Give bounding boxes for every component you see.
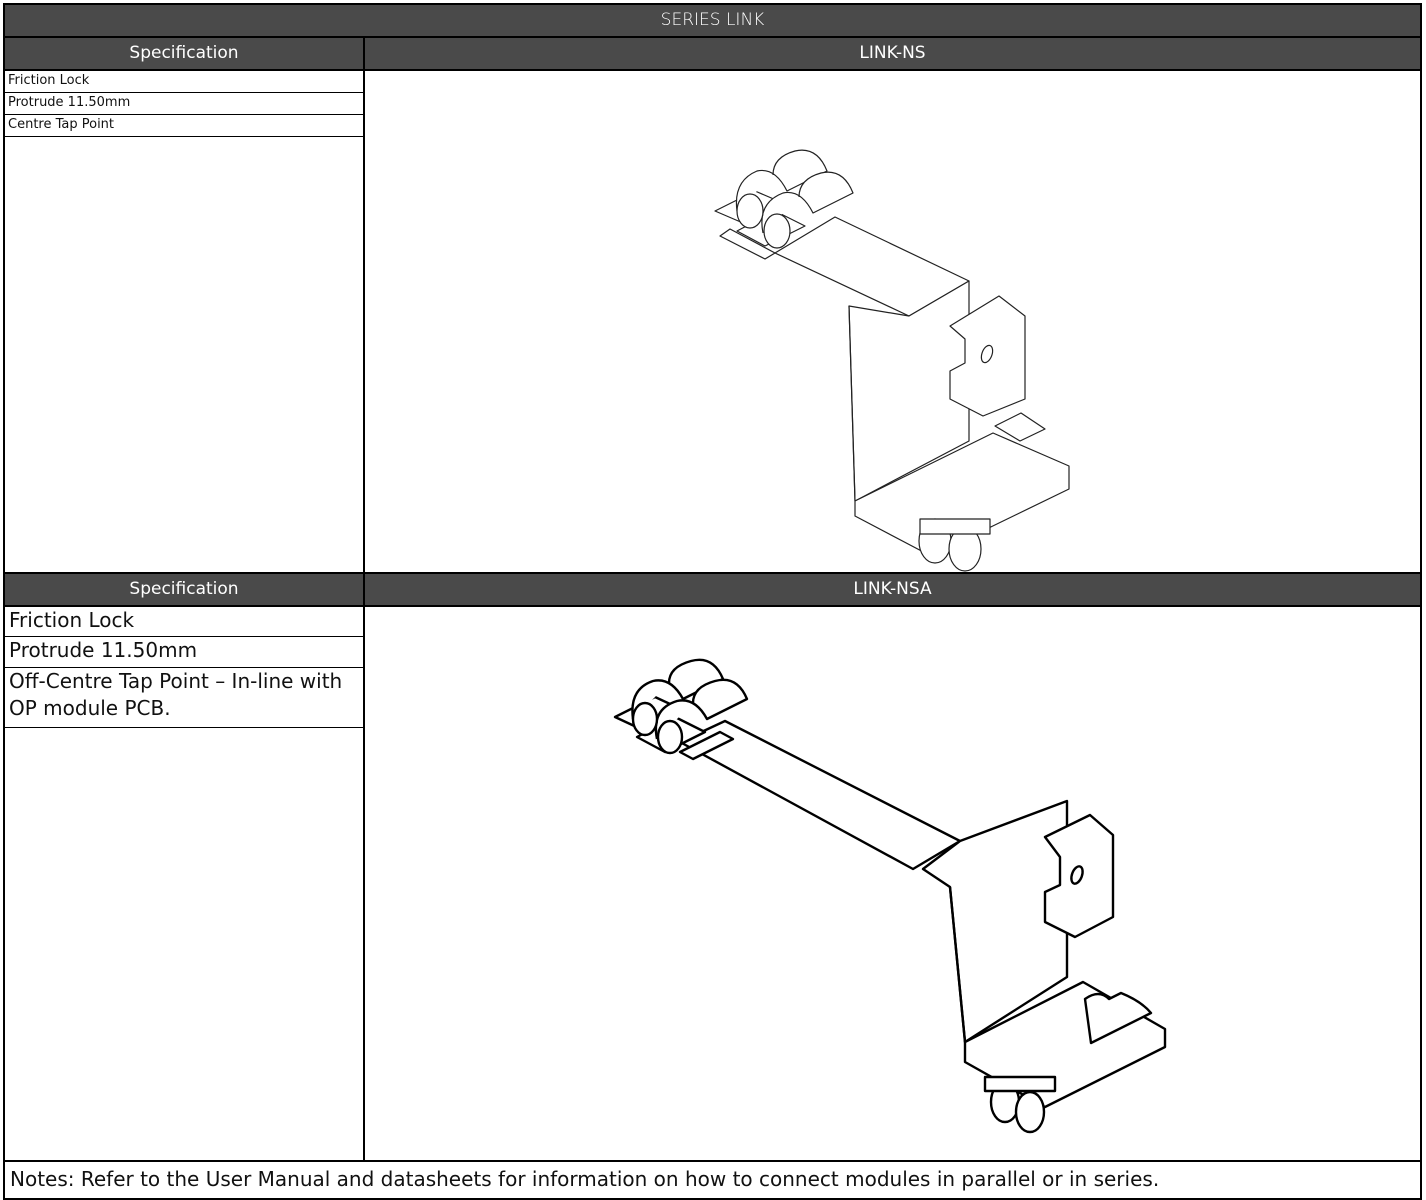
- product-drawing-link-ns: [365, 71, 1420, 572]
- spec-list: Friction Lock Protrude 11.50mm Off-Centr…: [5, 607, 365, 1160]
- spec-item: Centre Tap Point: [5, 115, 363, 137]
- model-name: LINK-NS: [365, 38, 1420, 69]
- link-ns-drawing: [714, 149, 1070, 572]
- link-nsa-drawing: [613, 658, 1167, 1134]
- table-title: SERIES LINK: [5, 5, 1420, 38]
- section-body-link-nsa: Friction Lock Protrude 11.50mm Off-Centr…: [5, 607, 1420, 1162]
- product-drawing-link-nsa: [365, 607, 1420, 1160]
- spec-item: Off-Centre Tap Point – In-line with OP m…: [5, 668, 363, 728]
- spec-item: Friction Lock: [5, 71, 363, 93]
- spec-column-header: Specification: [5, 574, 365, 605]
- spec-list: Friction Lock Protrude 11.50mm Centre Ta…: [5, 71, 365, 572]
- notes-text: Notes: Refer to the User Manual and data…: [10, 1167, 1160, 1191]
- series-link-table: SERIES LINK Specification LINK-NS Fricti…: [3, 3, 1422, 1200]
- section-header-link-ns: Specification LINK-NS: [5, 38, 1420, 71]
- section-header-link-nsa: Specification LINK-NSA: [5, 574, 1420, 607]
- section-body-link-ns: Friction Lock Protrude 11.50mm Centre Ta…: [5, 71, 1420, 574]
- spec-item: Protrude 11.50mm: [5, 637, 363, 668]
- spec-column-header: Specification: [5, 38, 365, 69]
- spec-item: Protrude 11.50mm: [5, 93, 363, 115]
- model-name: LINK-NSA: [365, 574, 1420, 605]
- spec-item: Friction Lock: [5, 607, 363, 637]
